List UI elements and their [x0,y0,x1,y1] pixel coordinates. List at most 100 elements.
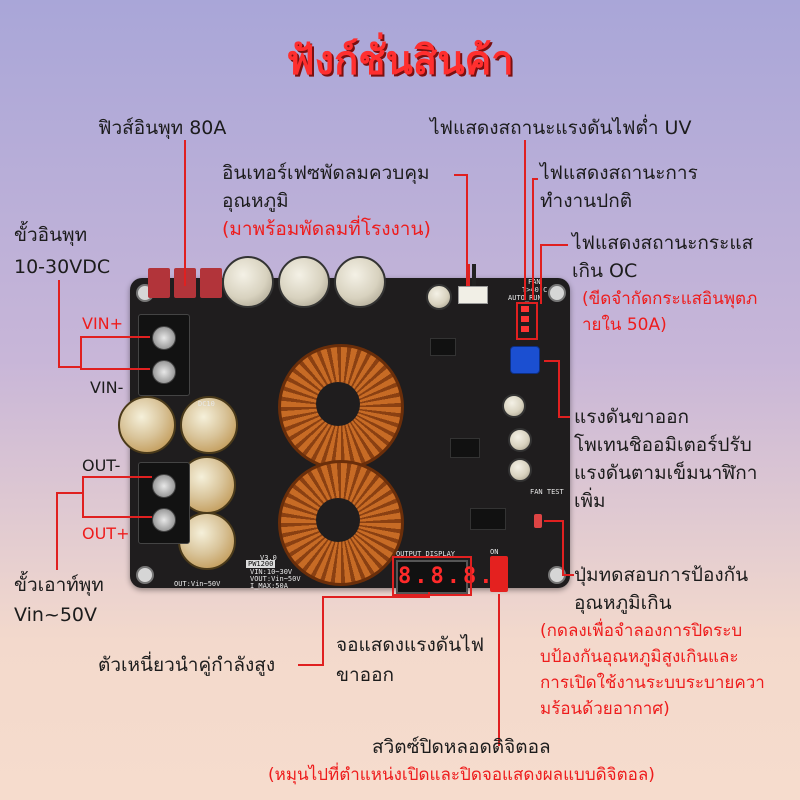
label-display-line1: จอแสดงแรงดันไฟ [336,634,485,656]
oc-led [521,326,529,332]
label-output-line2: Vin~50V [14,604,97,626]
leader-line [544,520,564,522]
silk-output-display: OUTPUT DISPLAY [396,550,456,558]
label-switch-note: (หมุนไปที่ตำแหน่งเปิดและปิดจอแสดงผลแบบดิ… [268,765,655,785]
label-oc-note-line2: ายใน 50A) [582,315,667,335]
capacitor [508,458,532,482]
terminal-screw [152,508,176,532]
label-test-note-line3: การเปิดใช้งานระบบระบายควา [540,673,765,693]
label-oc-line2: เกิน OC [572,260,638,282]
label-switch: สวิตซ์ปิดหลอดดิจิตอล [372,736,551,758]
label-pot-line3: แรงดันตามเข็มนาฬิกา [574,462,758,484]
label-normal-line2: ทำงานปกติ [540,190,633,212]
silk-model: PW1200 [246,560,276,568]
label-display-line2: ขาออก [336,664,394,686]
leader-line [428,592,430,598]
uv-led [521,306,529,312]
leader-line [80,336,150,338]
leader-line [58,280,60,368]
label-fan-note: (มาพร้อมพัดลมที่โรงงาน) [222,218,431,240]
label-normal-line1: ไฟแสดงสถานะการ [540,162,698,184]
overtemp-test-button[interactable] [534,514,542,528]
leader-line [540,244,542,304]
mount-hole [136,566,154,584]
dc-boost-converter-board: FAN T>40°C AUTO_RUN FAN TEST DC10 V3.0 P… [118,256,570,590]
label-pot-line1: แรงดันขาออก [574,406,690,428]
label-oc-line1: ไฟแสดงสถานะกระแส [572,232,754,254]
leader-line [524,140,526,300]
capacitor [278,256,330,308]
leader-line [322,596,428,598]
leader-line [82,476,84,518]
silk-out: OUT:Vin~50V [174,580,221,588]
leader-line [558,360,560,418]
label-fan-line1: อินเทอร์เฟซพัดลมควบคุม [222,162,430,184]
fan-wire [472,264,476,286]
ic-chip [470,508,506,530]
leader-line [558,416,570,418]
capacitor [222,256,274,308]
capacitor [426,284,452,310]
display-toggle-switch[interactable] [490,556,508,592]
silk-on: ON [490,548,499,556]
label-test-line2: อุณหภูมิเกิน [574,592,672,614]
silk-fan: FAN [528,278,541,286]
label-pot-line4: เพิ่ม [574,490,606,512]
leader-line [498,594,500,746]
label-inductor: ตัวเหนี่ยวนำคู่กำลังสูง [98,654,276,676]
voltage-potentiometer[interactable] [510,346,540,374]
leader-line [562,520,564,576]
capacitor [180,396,238,454]
label-input-line2: 10-30VDC [14,256,111,278]
leader-line [532,178,534,300]
leader-line [80,336,82,368]
normal-led [521,316,529,322]
leader-line [298,664,324,666]
label-vin-minus: VIN- [90,378,124,397]
label-oc-note-line1: (ขีดจำกัดกระแสอินพุตภ [582,289,758,309]
toroid-inductor [278,460,404,586]
silk-dc: DC10 [198,400,215,408]
label-test-note-line4: มร้อนด้วยอากาศ) [540,699,670,719]
label-pot-line2: โพเทนชิออมิเตอร์ปรับ [574,434,752,456]
leader-line [466,174,468,270]
leader-line [544,360,560,362]
label-input-line1: ขั้วอินพุท [14,224,88,246]
capacitor [508,428,532,452]
label-uv: ไฟแสดงสถานะแรงดันไฟต่ำ UV [430,117,692,139]
inductor-core-hole [316,382,360,426]
silk-spec: VOUT:Vin~50V [250,575,301,583]
terminal-screw [152,360,176,384]
silk-fan-test: FAN TEST [530,488,564,496]
ic-chip [450,438,480,458]
terminal-screw [152,326,176,350]
fan-connector [458,286,488,304]
capacitor [334,256,386,308]
capacitor [118,396,176,454]
silk-version: V3.0 [260,554,277,562]
silk-temp: T>40°C [522,286,548,294]
leader-line [562,574,574,576]
ic-chip [430,338,456,356]
input-fuse [148,268,170,298]
output-voltage-display: 8.8.8. [396,560,492,594]
label-out-minus: OUT- [82,456,121,475]
leader-line [454,174,468,176]
capacitor [502,394,526,418]
led-highlight-box [516,302,538,340]
label-test-note-line2: บป้องกันอุณหภูมิสูงเกินและ [540,647,739,667]
leader-line [80,368,150,370]
leader-line [184,140,186,286]
label-output-line1: ขั้วเอาท์พุท [14,574,104,596]
label-out-plus: OUT+ [82,524,130,543]
leader-line [82,516,152,518]
mount-hole [548,284,566,302]
fan-wire [466,264,470,286]
inductor-core-hole [316,498,360,542]
silk-spec: I_MAX:50A [250,582,288,590]
silk-spec: VIN:10~30V [250,568,293,576]
leader-line [322,596,324,666]
leader-line [82,476,152,478]
terminal-screw [152,474,176,498]
label-test-note-line1: (กดลงเพื่อจำลองการปิดระบ [540,621,743,641]
